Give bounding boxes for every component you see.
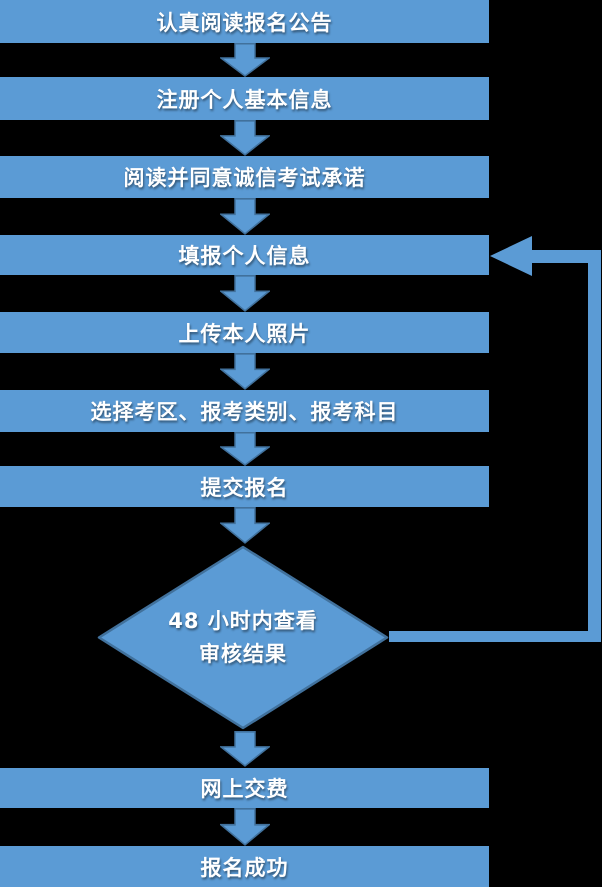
- flow-step-label: 提交报名: [200, 475, 289, 500]
- flow-step-upload-photo: 上传本人照片: [0, 312, 489, 353]
- flow-step-pay-online: 网上交费: [0, 768, 489, 808]
- flow-step-label: 阅读并同意诚信考试承诺: [123, 166, 366, 190]
- down-arrow-icon: [220, 432, 270, 466]
- decision-label-line1: 48 小时内查看: [168, 608, 318, 633]
- flow-step-label: 注册个人基本信息: [156, 87, 333, 112]
- loop-connector-vertical: [588, 250, 601, 642]
- flow-step-label: 网上交费: [200, 777, 289, 801]
- down-arrow-icon: [220, 731, 270, 767]
- flow-step-label: 选择考区、报考类别、报考科目: [90, 400, 399, 424]
- decision-label: 48 小时内查看 审核结果: [97, 545, 389, 730]
- down-arrow-icon: [220, 120, 270, 156]
- flow-step-register-info: 注册个人基本信息: [0, 77, 489, 120]
- flow-step-label: 填报个人信息: [178, 244, 311, 268]
- flow-step-agree-honesty: 阅读并同意诚信考试承诺: [0, 156, 489, 198]
- left-arrowhead-icon: [490, 236, 532, 276]
- flow-step-fill-personal-info: 填报个人信息: [0, 235, 489, 275]
- flow-step-label: 报名成功: [200, 855, 289, 880]
- down-arrow-icon: [220, 198, 270, 235]
- flow-step-success: 报名成功: [0, 846, 489, 887]
- down-arrow-icon: [220, 353, 270, 390]
- flow-step-submit: 提交报名: [0, 466, 489, 507]
- loop-connector-top: [530, 250, 600, 263]
- decision-diamond: [97, 545, 389, 730]
- down-arrow-icon: [220, 507, 270, 544]
- down-arrow-icon: [220, 275, 270, 312]
- down-arrow-icon: [220, 43, 270, 77]
- flow-step-label: 认真阅读报名公告: [156, 10, 333, 35]
- loop-connector-bottom: [389, 631, 601, 642]
- down-arrow-icon: [220, 808, 270, 846]
- flow-step-label: 上传本人照片: [178, 321, 311, 346]
- flow-step-read-announcement: 认真阅读报名公告: [0, 0, 489, 43]
- flow-step-select-exam: 选择考区、报考类别、报考科目: [0, 390, 489, 432]
- decision-label-line2: 审核结果: [199, 641, 287, 666]
